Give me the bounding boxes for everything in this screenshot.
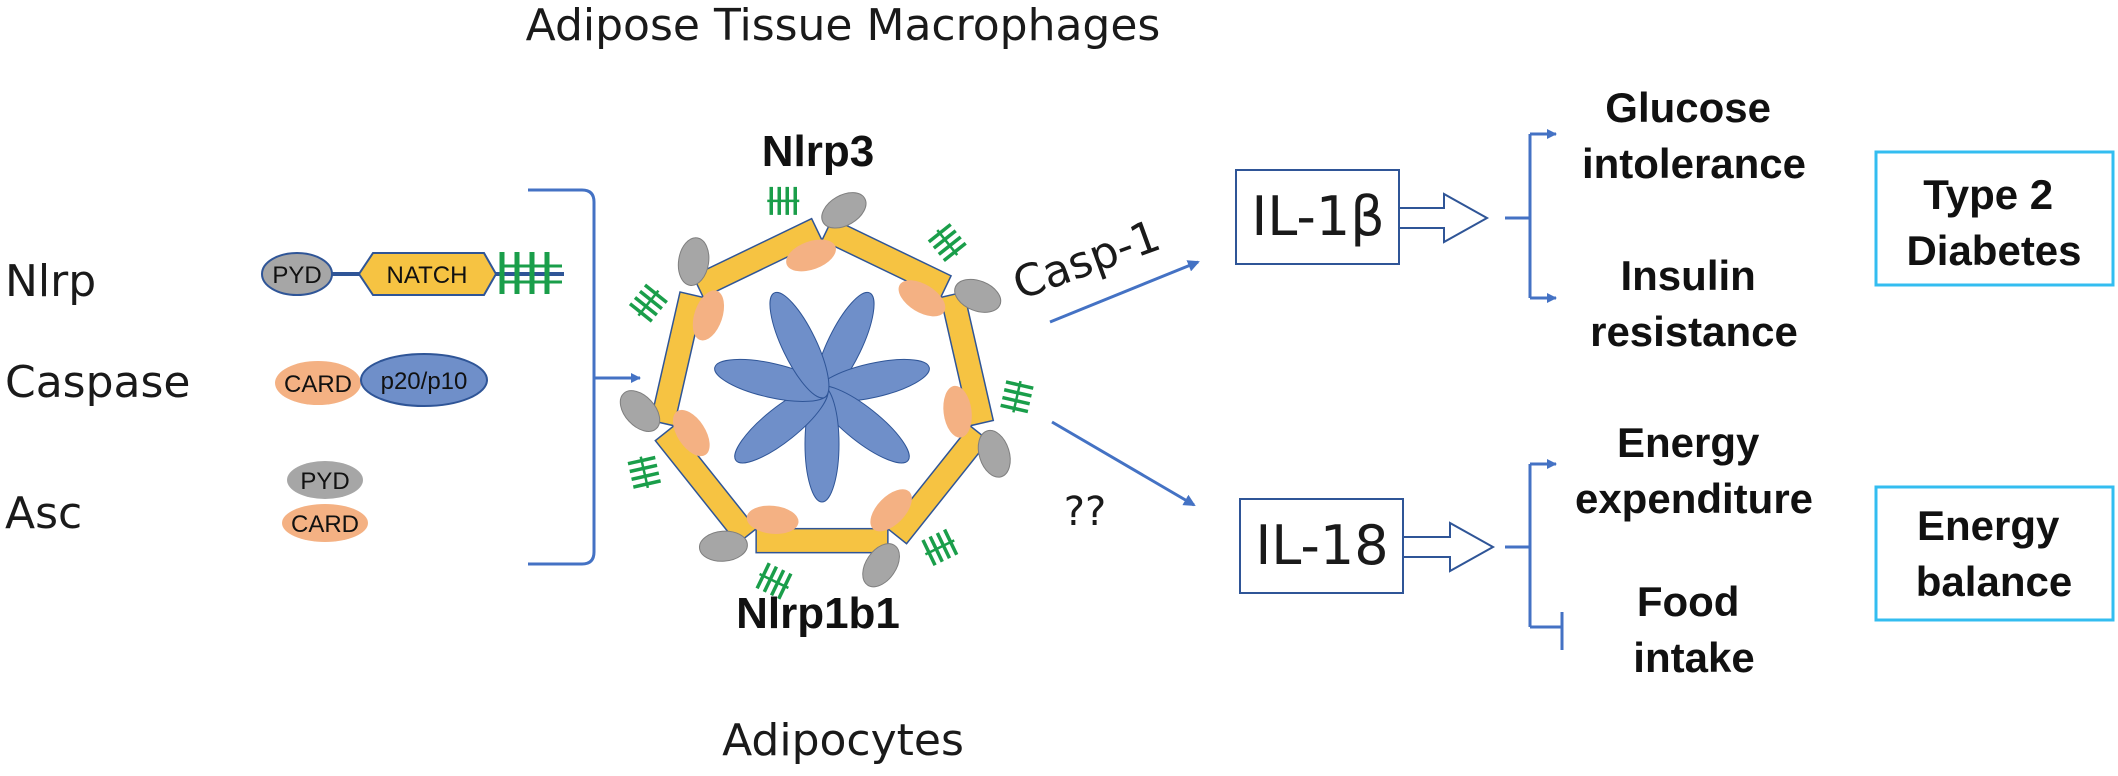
ring-pyd-domain: [677, 237, 710, 286]
asc-card-text: CARD: [291, 511, 359, 538]
nlrp-domain-structure: PYD NATCH: [261, 252, 564, 296]
unknown-arrow: [1051, 420, 1196, 507]
ring-pyd-domain: [698, 530, 748, 562]
ring-lrr-repeats: [628, 283, 668, 323]
type2-diabetes-box: [1874, 150, 2115, 287]
type2-diabetes-label: Type 2 Diabetes: [1906, 171, 2081, 274]
asc-pyd-text: PYD: [300, 468, 349, 495]
il18-box: [1239, 498, 1404, 594]
energy-expenditure-label: Energy expenditure: [1575, 419, 1813, 522]
top-title: Adipose Tissue Macrophages: [526, 0, 1161, 51]
nlrp-lrr-repeats: [499, 252, 562, 294]
nlrp3-label: Nlrp3: [762, 127, 874, 176]
ring-lrr-repeats: [1000, 380, 1034, 414]
ring-lrr-repeats: [767, 186, 800, 215]
ring-pyd-domain: [862, 543, 900, 588]
ring-lrr-repeats: [755, 562, 793, 600]
ring-card-domain: [672, 409, 710, 457]
il18-effect-branch: [1505, 459, 1564, 650]
asc-card-domain: [282, 504, 368, 542]
glucose-intolerance-label: Glucose intolerance: [1582, 84, 1806, 187]
caspase-card-text: CARD: [284, 371, 352, 398]
ring-card-domain: [870, 489, 912, 532]
nlrp-pyd-text: PYD: [272, 262, 321, 289]
caspase-card-domain: [275, 361, 361, 405]
energy-balance-box: [1874, 485, 2115, 622]
il18-open-arrow: [1402, 521, 1496, 573]
ring-caspase-petal: [769, 291, 830, 399]
ring-lrr-repeats: [627, 455, 662, 489]
caspase-p20-domain: [360, 353, 488, 407]
ring-card-domain: [786, 239, 836, 272]
nlrp-natch-text: NATCH: [387, 262, 468, 289]
insulin-resistance-label: Insulin resistance: [1590, 252, 1798, 355]
ring-natch-segment: [886, 424, 990, 545]
il1b-box: [1235, 169, 1400, 265]
ring-lrr-repeats: [927, 223, 967, 263]
ring-natch-segment: [654, 424, 758, 545]
nlrp-label: Nlrp: [5, 256, 96, 307]
energy-balance-label: Energy balance: [1916, 502, 2072, 605]
bottom-title: Adipocytes: [722, 715, 964, 766]
ring-natch-segment: [820, 217, 953, 299]
casp1-arrow: [1049, 260, 1200, 324]
nlrp-natch-domain: [357, 252, 498, 296]
ring-card-domain: [692, 290, 725, 341]
ring-card-domain: [943, 385, 972, 438]
nlrp-pyd-domain: [261, 252, 333, 296]
il1b-open-arrow: [1398, 192, 1490, 244]
caspase-domain-structure: CARD p20/p10: [275, 353, 488, 407]
ring-natch-segment: [939, 291, 995, 427]
asc-domain-structure: PYD CARD: [282, 461, 368, 542]
ring-pyd-domain: [619, 390, 661, 432]
ring-pyd-domain: [977, 429, 1011, 478]
caspase-p20-text: p20/p10: [381, 368, 468, 395]
nlrp1b1-label: Nlrp1b1: [736, 589, 900, 638]
ring-natch-segment: [691, 217, 824, 299]
caspase-label: Caspase: [5, 357, 191, 408]
ring-card-domain: [898, 280, 946, 317]
assembly-bracket: [528, 188, 596, 566]
ring-pyd-domain: [821, 192, 867, 229]
asc-pyd-domain: [287, 461, 363, 499]
il1b-effect-branch: [1505, 129, 1557, 303]
ring-pyd-domain: [954, 278, 1002, 313]
ring-natch-segment: [649, 291, 705, 427]
ring-lrr-repeats: [921, 528, 959, 566]
il1b-text: IL-1β: [1251, 185, 1384, 248]
unknown-label: ??: [1064, 489, 1106, 535]
inflammasome-ring: [619, 186, 1034, 600]
casp1-label: Casp-1: [1006, 210, 1167, 310]
ring-card-domain: [746, 505, 799, 534]
food-intake-label: Food intake: [1633, 578, 1754, 681]
asc-label: Asc: [5, 488, 82, 539]
il18-text: IL-18: [1255, 514, 1388, 577]
